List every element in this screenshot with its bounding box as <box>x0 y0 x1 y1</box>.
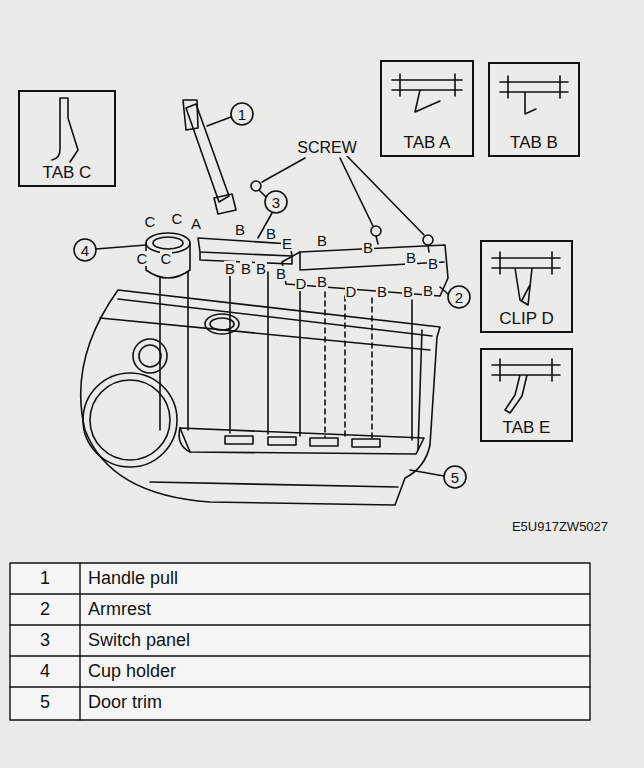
tab-letter: B <box>427 256 439 271</box>
detail-label: TAB A <box>382 134 472 151</box>
detail-box: TAB C <box>18 90 116 187</box>
tab-letter: B <box>265 226 277 241</box>
part-note: SCREW <box>296 140 358 156</box>
callout-number: 5 <box>450 470 460 485</box>
table-cell: Armrest <box>88 600 151 618</box>
table-cell: 3 <box>40 631 50 649</box>
tab-letter: B <box>316 233 328 248</box>
tab-letter: B <box>362 240 374 255</box>
tab-letter: C <box>171 211 184 226</box>
table-cell: 4 <box>40 662 50 680</box>
figure-code: E5U917ZW5027 <box>511 520 609 533</box>
detail-box: TAB B <box>488 62 580 157</box>
tab-letter: B <box>224 261 236 276</box>
tab-letter: B <box>316 274 328 289</box>
callout-number: 3 <box>271 195 281 210</box>
callout-number: 1 <box>237 107 247 122</box>
table-cell: Switch panel <box>88 631 190 649</box>
tab-letter: B <box>405 250 417 265</box>
detail-box: CLIP D <box>480 240 573 333</box>
table-cell: 5 <box>40 693 50 711</box>
tab-letter: C <box>144 214 157 229</box>
tab-letter: C <box>136 251 149 266</box>
table-cell: 1 <box>40 569 50 587</box>
table-cell: Cup holder <box>88 662 176 680</box>
tab-letter: D <box>345 284 358 299</box>
tab-letter: C <box>160 251 173 266</box>
tab-letter: B <box>240 261 252 276</box>
detail-box: TAB E <box>480 348 573 442</box>
callout-number: 4 <box>80 243 90 258</box>
tab-letter: B <box>275 266 287 281</box>
tab-letter: B <box>422 283 434 298</box>
table-cell: Handle pull <box>88 569 178 587</box>
detail-label: TAB C <box>20 164 114 181</box>
tab-letter: B <box>234 222 246 237</box>
table-cell: Door trim <box>88 693 162 711</box>
table-cell: 2 <box>40 600 50 618</box>
tab-letter: B <box>255 261 267 276</box>
tab-letter: A <box>190 216 202 231</box>
tab-letter: E <box>281 236 293 251</box>
tab-letter: B <box>376 284 388 299</box>
detail-label: TAB B <box>490 134 578 151</box>
detail-box: TAB A <box>380 60 474 157</box>
callout-number: 2 <box>454 290 464 305</box>
tab-letter: B <box>402 284 414 299</box>
tab-letter: D <box>295 276 308 291</box>
detail-label: TAB E <box>482 419 571 436</box>
detail-label: CLIP D <box>482 310 571 327</box>
